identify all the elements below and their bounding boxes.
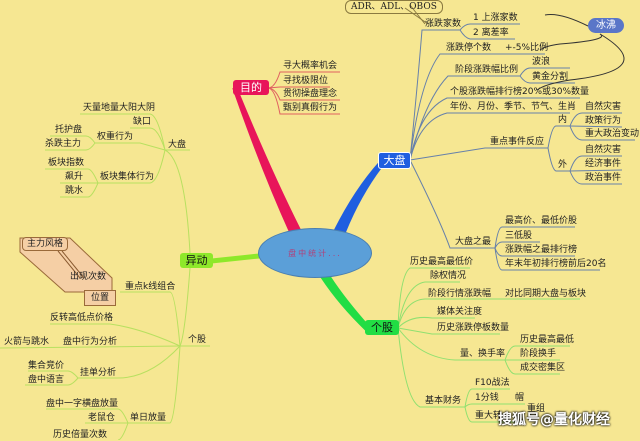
inner-item[interactable]: 自然灾害 — [585, 102, 622, 112]
compare[interactable]: 对比同期大盘与板块 — [505, 289, 587, 299]
fund-item[interactable]: F10战法 — [475, 378, 510, 388]
volume-item[interactable]: 历史最高最低 — [520, 335, 575, 345]
stage-item[interactable]: 黄金分割 — [532, 72, 569, 82]
anomaly-market[interactable]: 大盘 — [168, 140, 187, 150]
fund-item[interactable]: 1分钱 — [475, 393, 499, 403]
rank[interactable]: 个股涨跌幅排行榜20%或30%数量 — [450, 87, 590, 97]
order-item[interactable]: 集合竞价 — [28, 361, 65, 371]
inner-item[interactable]: 政策行为 — [585, 116, 622, 126]
extreme-item[interactable]: 年末年初排行榜前后20名 — [505, 259, 607, 269]
adv-count[interactable]: 涨跌家数 — [425, 19, 462, 29]
stage-ratio[interactable]: 阶段涨跌幅比例 — [455, 65, 519, 75]
inner[interactable]: 内 — [558, 115, 568, 125]
calendar[interactable]: 年份、月份、季节、节气、生肖 — [450, 102, 577, 112]
kline[interactable]: 重点k线组合 — [125, 282, 176, 292]
market-node[interactable]: 大盘 — [378, 152, 411, 169]
extreme-item[interactable]: 最高价、最低价股 — [505, 216, 578, 226]
sector[interactable]: 板块集体行为 — [100, 172, 155, 182]
stock-item[interactable]: 历史最高最低价 — [410, 257, 474, 267]
adr-note[interactable]: ADR、ADL、OBOS — [345, 0, 443, 14]
limit-count[interactable]: 涨跌停个数 — [446, 43, 492, 53]
extreme-item[interactable]: 涨跌幅之最排行榜 — [505, 245, 578, 255]
daily[interactable]: 单日放量 — [130, 413, 167, 423]
fund[interactable]: 基本财务 — [425, 396, 462, 406]
adv-item[interactable]: 2 离差率 — [473, 28, 509, 38]
reversal[interactable]: 反转高低点价格 — [50, 313, 114, 323]
goal-item[interactable]: 贯彻操盘理念 — [283, 89, 338, 99]
anomaly-market-item[interactable]: 天量地量大阳大阴 — [83, 103, 156, 113]
outer-item[interactable]: 政治事件 — [585, 173, 622, 183]
weight-item[interactable]: 托护盘 — [55, 125, 83, 135]
goal-node[interactable]: 目的 — [233, 80, 269, 95]
outer[interactable]: 外 — [558, 160, 568, 170]
stage-item[interactable]: 波浪 — [532, 57, 551, 67]
sector-item[interactable]: 飙升 — [65, 172, 84, 182]
daily-item[interactable]: 盘中一字横盘放量 — [46, 399, 119, 409]
anomaly-market-item[interactable]: 缺口 — [133, 117, 152, 127]
weight-item[interactable]: 杀跌主力 — [45, 139, 82, 149]
position-box[interactable]: 位置 — [84, 290, 117, 306]
extremes[interactable]: 大盘之最 — [455, 237, 492, 247]
count[interactable]: 出现次数 — [70, 272, 107, 282]
anomaly-node[interactable]: 异动 — [180, 253, 213, 268]
fund-item[interactable]: 重大转 — [475, 411, 503, 421]
sector-item[interactable]: 板块指数 — [48, 158, 85, 168]
central-topic[interactable]: 盘中统计... — [258, 228, 372, 278]
adv-item[interactable]: 1 上涨家数 — [473, 13, 518, 23]
central-topic-label: 盘中统计... — [288, 248, 342, 258]
sector-item[interactable]: 跳水 — [65, 186, 84, 196]
stock-item[interactable]: 除权情况 — [430, 271, 467, 281]
daily-item[interactable]: 老鼠仓 — [88, 413, 116, 423]
volume[interactable]: 量、换手率 — [460, 349, 506, 359]
outer-item[interactable]: 自然灾害 — [585, 145, 622, 155]
outer-item[interactable]: 经济事件 — [585, 159, 622, 169]
hat[interactable]: 帽 — [515, 393, 525, 403]
weight[interactable]: 权重行为 — [97, 132, 134, 142]
style-box[interactable]: 主力风格 — [22, 237, 69, 251]
inner-item[interactable]: 重大政治变动 — [585, 129, 640, 139]
events[interactable]: 重点事件反应 — [490, 137, 545, 147]
stock-item[interactable]: 媒体关注度 — [437, 307, 483, 317]
goal-item[interactable]: 寻找极限位 — [283, 76, 329, 86]
daily-item[interactable]: 历史倍量次数 — [53, 430, 108, 440]
stock-item[interactable]: 阶段行情涨跌幅 — [428, 289, 492, 299]
volume-item[interactable]: 成交密集区 — [520, 363, 566, 373]
reorg[interactable]: 重组 — [527, 404, 546, 414]
goal-item[interactable]: 寻大概率机会 — [283, 61, 338, 71]
watermark: 搜狐号@量化财经 — [498, 412, 610, 428]
intraday[interactable]: 盘中行为分析 — [63, 337, 118, 347]
volume-item[interactable]: 阶段换手 — [520, 349, 557, 359]
ice-boil-node[interactable]: 冰沸 — [588, 18, 624, 33]
stock-node[interactable]: 个股 — [365, 320, 399, 335]
stock-item[interactable]: 历史涨跌停板数量 — [437, 323, 510, 333]
anomaly-stock[interactable]: 个股 — [188, 335, 207, 345]
order-item[interactable]: 盘中语言 — [28, 375, 65, 385]
orders[interactable]: 挂单分析 — [80, 368, 117, 378]
extreme-item[interactable]: 三低股 — [505, 231, 533, 241]
rocket[interactable]: 火箭与跳水 — [4, 337, 50, 347]
limit-pct[interactable]: +-5%比例 — [505, 43, 549, 53]
goal-item[interactable]: 甄别真假行为 — [283, 103, 338, 113]
